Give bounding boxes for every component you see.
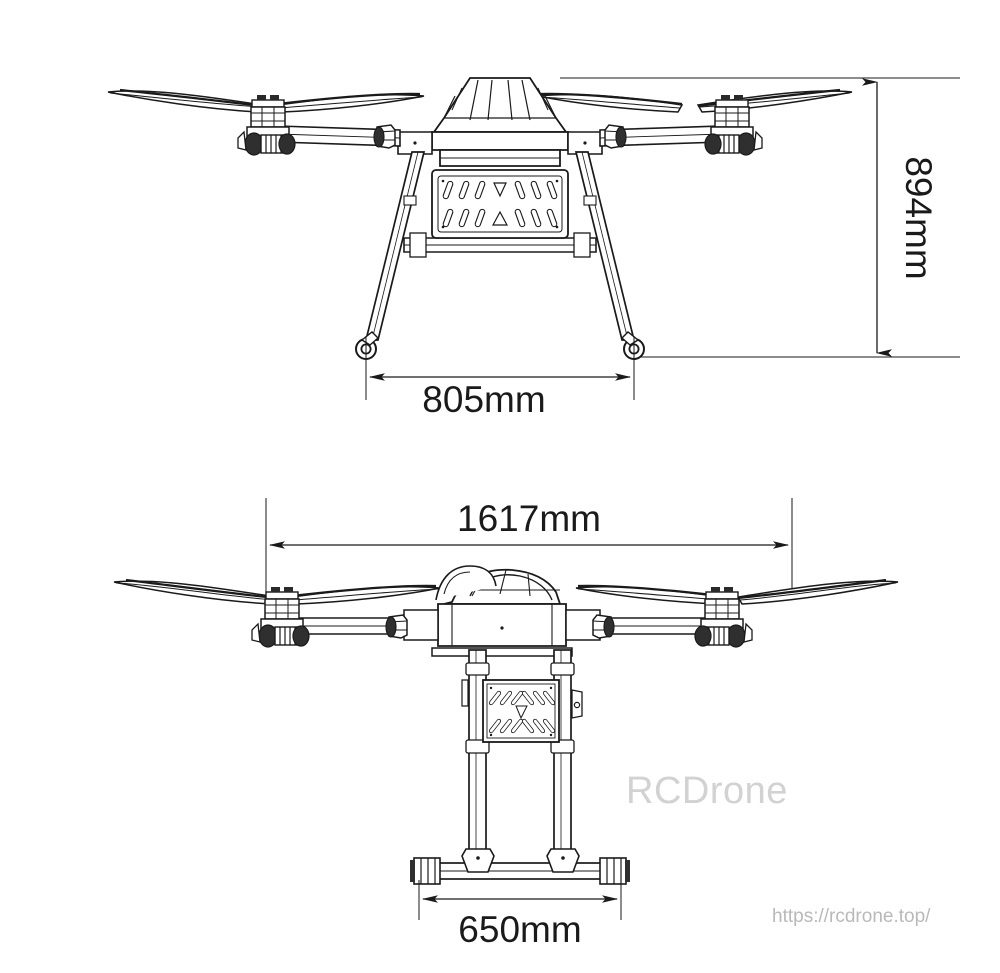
landing-legs-top [355, 151, 645, 360]
dimension-wingspan-1617: 1617mm [265, 498, 793, 600]
landing-skid [410, 848, 630, 885]
center-body-bottom [403, 565, 601, 657]
arm-collar-right-bottom [592, 614, 615, 639]
dimension-legspan-805-label: 805mm [422, 379, 545, 420]
battery-vent-panel-top [431, 169, 569, 239]
dimension-legspan-805: 805mm [369, 373, 631, 420]
leg-foot-left [355, 331, 380, 360]
watermark-rcdrone: RCDrone [626, 770, 788, 812]
leg-foot-right [620, 331, 645, 360]
battery-vent-panel-bottom [482, 679, 560, 743]
propeller-right-bottom [575, 578, 899, 605]
vertical-legs-bottom [461, 649, 583, 861]
top-drone-view: 894mm 805mm [107, 77, 960, 420]
propeller-left [107, 88, 425, 113]
dimension-skid-650: 650mm [418, 880, 622, 950]
bottom-drone-view: 1617mm [113, 498, 899, 950]
dimension-height-894-label: 894mm [898, 156, 939, 279]
dimension-wingspan-1617-label: 1617mm [457, 498, 601, 539]
propeller-left-bottom [113, 578, 441, 605]
url-stamp: https://rcdrone.top/ [772, 906, 931, 927]
propeller-right [537, 88, 853, 113]
arm-collar-right [604, 124, 627, 149]
extension-lines-top [365, 77, 960, 400]
dimension-height-894: 894mm [862, 78, 939, 357]
arm-collar-left-bottom [385, 614, 408, 639]
arm-collar-left [373, 124, 396, 149]
dimension-skid-650-label: 650mm [458, 909, 581, 950]
center-body-top [397, 77, 603, 167]
